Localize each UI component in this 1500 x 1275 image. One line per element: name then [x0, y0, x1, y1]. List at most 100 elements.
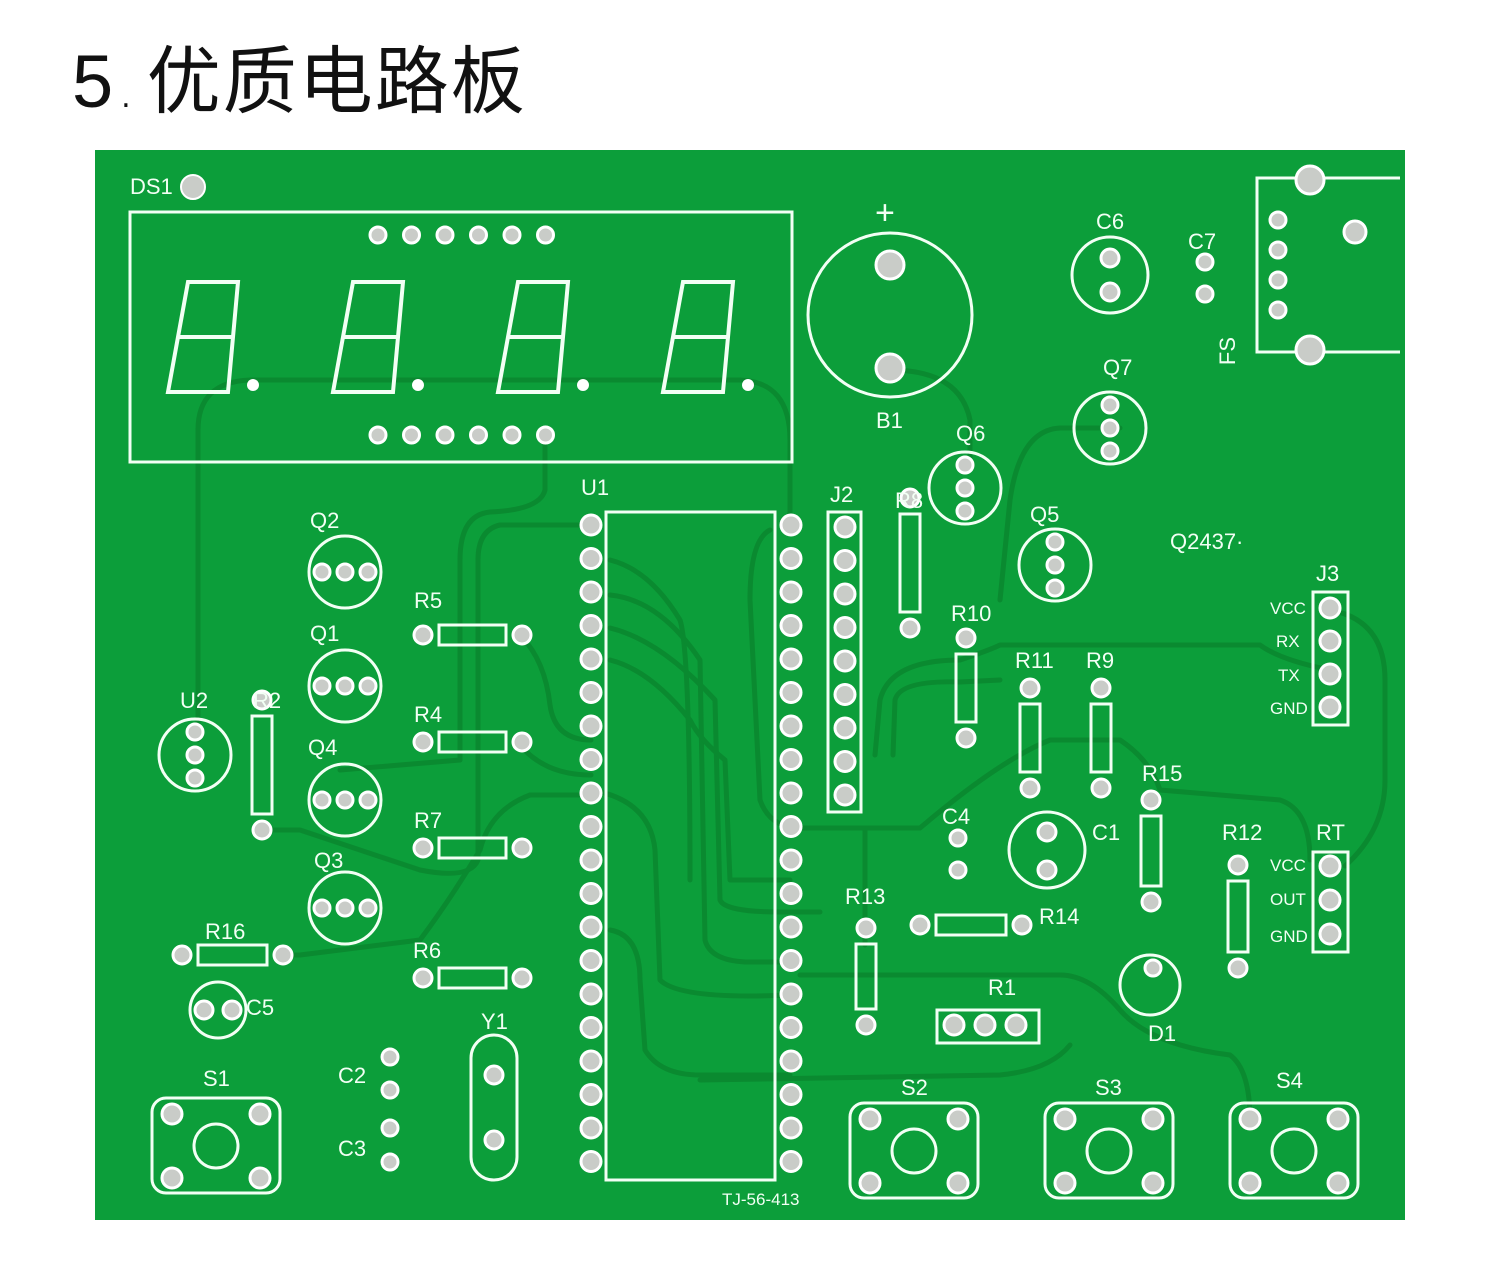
display-pin-pad — [536, 425, 555, 445]
ic-pin-pad — [779, 714, 803, 738]
label-c3: C3 — [338, 1136, 367, 1161]
trace-20 — [697, 1042, 1073, 1083]
ic-pin-pad — [579, 915, 603, 939]
title-number: 5 — [72, 40, 116, 123]
rt-pin-pad — [1318, 888, 1342, 912]
label-q7: Q7 — [1103, 355, 1133, 380]
ic-pin-pad — [779, 915, 803, 939]
j3-pin-pad — [1318, 596, 1342, 620]
connector-fs-outline — [1255, 176, 1400, 354]
transistor-pad — [955, 501, 975, 521]
switch-pad — [1141, 1107, 1165, 1131]
decimal-point-1 — [412, 379, 424, 391]
transistor-outline-4 — [157, 717, 233, 793]
crystal-y1-outline — [469, 1033, 519, 1182]
ic-pin-pad — [779, 513, 803, 537]
transistor-pad — [312, 790, 332, 810]
label-s3: S3 — [1095, 1075, 1122, 1100]
switch-pad — [1326, 1107, 1350, 1131]
resistor-body-h-2 — [437, 836, 508, 860]
resistor-pad — [1019, 677, 1041, 699]
trace-19 — [797, 972, 1253, 1123]
rt-pin-gnd: GND — [1270, 927, 1308, 946]
ic-pin-pad — [579, 882, 603, 905]
display-pin-pad — [402, 425, 421, 445]
label-s1: S1 — [203, 1066, 230, 1091]
ic-pin-pad — [579, 949, 603, 972]
transistor-pad — [1045, 578, 1065, 598]
resistor-body-h-1 — [437, 730, 508, 754]
transistor-pad — [1100, 395, 1120, 415]
switch-pad — [946, 1107, 970, 1131]
decimal-point-2 — [577, 379, 589, 391]
title-separator: . — [121, 80, 133, 115]
capacitor-c1-outline — [1007, 810, 1087, 890]
ic-pin-pad — [579, 848, 603, 872]
label-d1: D1 — [1148, 1021, 1177, 1046]
pad — [380, 1080, 400, 1100]
transistor-pad — [358, 676, 378, 696]
label-j3: J3 — [1316, 561, 1340, 586]
pad — [1294, 164, 1326, 196]
transistor-pad — [312, 898, 332, 918]
trace-13 — [1327, 607, 1388, 869]
pad — [874, 249, 906, 281]
pad — [1294, 334, 1326, 366]
resistor-pad — [955, 727, 977, 749]
transistor-outline-7 — [1017, 527, 1093, 603]
trace-16 — [997, 425, 1123, 603]
trace-7 — [607, 592, 793, 965]
resistor-body-v-3 — [1018, 702, 1042, 774]
j2-pin-pad — [833, 515, 857, 539]
transistor-pad — [358, 562, 378, 582]
display-pin-pad — [469, 425, 488, 445]
ic-pin-pad — [579, 1049, 603, 1073]
label-c6: C6 — [1096, 209, 1125, 234]
label-r15: R15 — [1142, 761, 1183, 786]
ic-pin-pad — [779, 647, 803, 671]
resistor-pad — [251, 689, 273, 711]
header-j3-outline — [1311, 590, 1350, 727]
switch-pad — [946, 1171, 970, 1195]
trace-3 — [517, 632, 594, 743]
ic-pin-pad — [579, 614, 603, 637]
battery-b1-outline — [806, 231, 974, 399]
pad — [483, 1129, 505, 1151]
trace-1 — [337, 432, 548, 773]
switch-button-0 — [192, 1122, 240, 1170]
label-fs: FS — [1215, 336, 1241, 366]
j2-pin-pad — [833, 750, 857, 773]
transistor-outline-3 — [307, 870, 383, 946]
switch-pad — [248, 1166, 272, 1190]
resistor-body-v-4 — [1089, 702, 1113, 774]
page-title: 5.优质电路板 — [72, 22, 527, 129]
j2-pin-pad — [833, 582, 857, 606]
switch-button-3 — [1270, 1127, 1318, 1175]
trace-15 — [890, 677, 1003, 758]
transistor-outline-0 — [307, 534, 383, 610]
ic-pin-pad — [779, 614, 803, 637]
ic-u1-outline — [604, 510, 777, 1182]
switch-pad — [858, 1107, 882, 1131]
ic-pin-pad — [579, 1083, 603, 1106]
fs-pin-pad — [1268, 300, 1288, 320]
transistor-pad — [955, 455, 975, 475]
seven-segment-digit-0 — [165, 280, 241, 394]
transistor-pad — [312, 562, 332, 582]
switch-button-1 — [890, 1127, 938, 1175]
resistor-pad — [1140, 891, 1162, 913]
resistor-pad — [511, 624, 533, 646]
j2-pin-pad — [833, 716, 857, 740]
resistor-body-h-3 — [437, 966, 508, 990]
ic-pin-pad — [779, 1083, 803, 1106]
ic-pin-pad — [579, 714, 603, 738]
label-b1: B1 — [876, 408, 903, 433]
label-r14: R14 — [1039, 904, 1080, 929]
resistor-pad — [1090, 777, 1112, 799]
resistor-pad — [511, 967, 533, 989]
resistor-pad — [251, 819, 273, 841]
display-ds1-outline — [128, 210, 794, 464]
resistor-pad — [855, 917, 877, 939]
pad — [1143, 958, 1163, 978]
